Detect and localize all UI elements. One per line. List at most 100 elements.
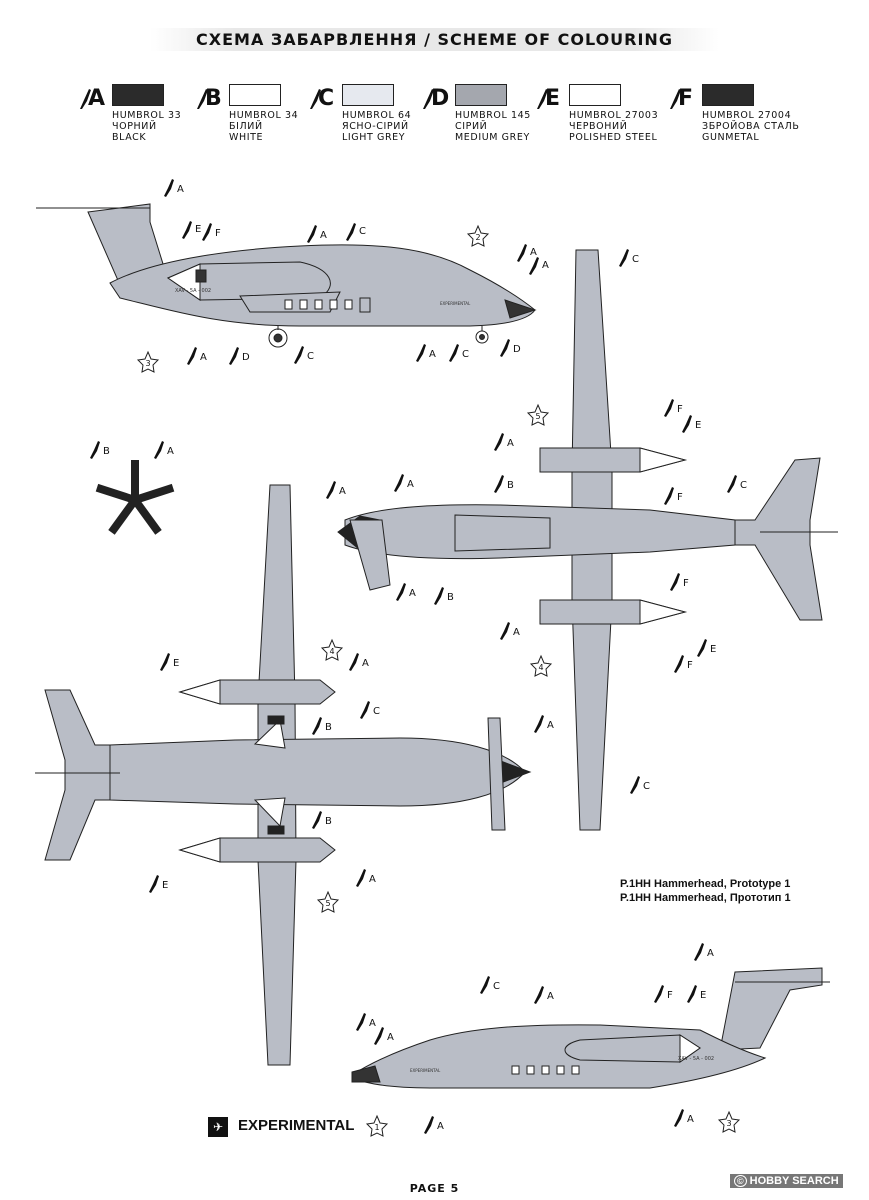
svg-text:A: A (339, 486, 346, 497)
star-5b (316, 890, 340, 913)
callouts: A E F A C A A A D C A C D B A C F E A F … (90, 179, 747, 1134)
svg-text:4: 4 (329, 647, 334, 656)
star-4b (320, 638, 344, 661)
page-number: PAGE 5 (409, 1182, 460, 1195)
svg-text:EXPERIMENTAL: EXPERIMENTAL (410, 1068, 441, 1073)
top-view-vertical (35, 484, 532, 1066)
brush-icon (423, 89, 434, 109)
svg-text:3: 3 (726, 1119, 731, 1128)
watermark: ©HOBBY SEARCH (730, 1174, 843, 1188)
svg-text:C: C (359, 226, 366, 237)
svg-text:B: B (447, 592, 454, 603)
brush-icon (80, 89, 91, 109)
svg-text:A: A (547, 720, 554, 731)
svg-text:C: C (632, 254, 639, 265)
experimental-logo-icon: ✈ (208, 1117, 228, 1137)
legend-swatch (342, 84, 394, 106)
star-2 (466, 224, 490, 247)
legend-swatch (455, 84, 507, 106)
legend-letter: A (88, 86, 106, 111)
svg-text:A: A (387, 1032, 394, 1043)
side-view-left: XAV - 5A - 002 EXPERIMENTAL (351, 967, 830, 1089)
svg-text:A: A (362, 658, 369, 669)
side-view-right: XAV - 5A - 002 EXPERIMENTAL (36, 203, 537, 348)
svg-text:A: A (547, 991, 554, 1002)
svg-text:B: B (325, 722, 332, 733)
svg-text:A: A (369, 874, 376, 885)
svg-text:A: A (687, 1114, 694, 1125)
experimental-label: EXPERIMENTAL (238, 1117, 355, 1134)
svg-text:E: E (695, 420, 701, 431)
svg-text:A: A (200, 352, 207, 363)
svg-text:F: F (677, 404, 683, 415)
svg-text:E: E (162, 880, 168, 891)
svg-text:A: A (167, 446, 174, 457)
svg-text:5: 5 (535, 412, 540, 421)
svg-text:E: E (700, 990, 706, 1001)
brush-icon (670, 89, 681, 109)
svg-text:B: B (325, 816, 332, 827)
svg-text:F: F (683, 578, 689, 589)
svg-text:A: A (320, 230, 327, 241)
svg-text:A: A (707, 948, 714, 959)
legend-letter: B (205, 86, 222, 111)
legend-swatch (112, 84, 164, 106)
star-1 (365, 1114, 389, 1137)
legend-letter: D (431, 86, 450, 111)
svg-text:2: 2 (475, 233, 480, 242)
propeller-detail (95, 460, 175, 535)
svg-text:E: E (195, 224, 201, 235)
svg-text:F: F (677, 492, 683, 503)
svg-text:E: E (710, 644, 716, 655)
star-3b (717, 1110, 741, 1133)
brush-icon (537, 89, 548, 109)
page-title: СХЕМА ЗАБАРВЛЕННЯ / SCHEME OF COLOURING (150, 28, 719, 51)
svg-text:1: 1 (374, 1123, 379, 1132)
svg-text:XAV - 5A - 002: XAV - 5A - 002 (175, 288, 211, 294)
bottom-view-vertical (337, 249, 838, 831)
svg-text:F: F (215, 228, 221, 239)
svg-text:A: A (369, 1018, 376, 1029)
svg-text:F: F (687, 660, 693, 671)
legend-swatch (569, 84, 621, 106)
svg-text:A: A (407, 479, 414, 490)
svg-text:C: C (307, 351, 314, 362)
svg-text:C: C (643, 781, 650, 792)
svg-text:D: D (513, 344, 521, 355)
star-3 (136, 350, 160, 373)
legend-swatch (702, 84, 754, 106)
legend-swatch (229, 84, 281, 106)
svg-text:A: A (409, 588, 416, 599)
svg-text:E: E (173, 658, 179, 669)
svg-text:5: 5 (325, 899, 330, 908)
caption: P.1HH Hammerhead, Prototype 1 P.1HH Hamm… (620, 878, 791, 904)
svg-text:C: C (493, 981, 500, 992)
svg-text:A: A (530, 247, 537, 258)
svg-text:C: C (373, 706, 380, 717)
svg-text:4: 4 (538, 663, 543, 672)
star-4a (529, 654, 553, 677)
legend-letter: E (545, 86, 561, 111)
legend-letter: C (318, 86, 335, 111)
brush-icon (197, 89, 208, 109)
brush-icon (310, 89, 321, 109)
svg-text:A: A (513, 627, 520, 638)
svg-text:A: A (542, 260, 549, 271)
svg-text:A: A (429, 349, 436, 360)
svg-text:B: B (507, 480, 514, 491)
svg-text:F: F (667, 990, 673, 1001)
svg-text:3: 3 (145, 359, 150, 368)
legend-letter: F (678, 86, 694, 111)
